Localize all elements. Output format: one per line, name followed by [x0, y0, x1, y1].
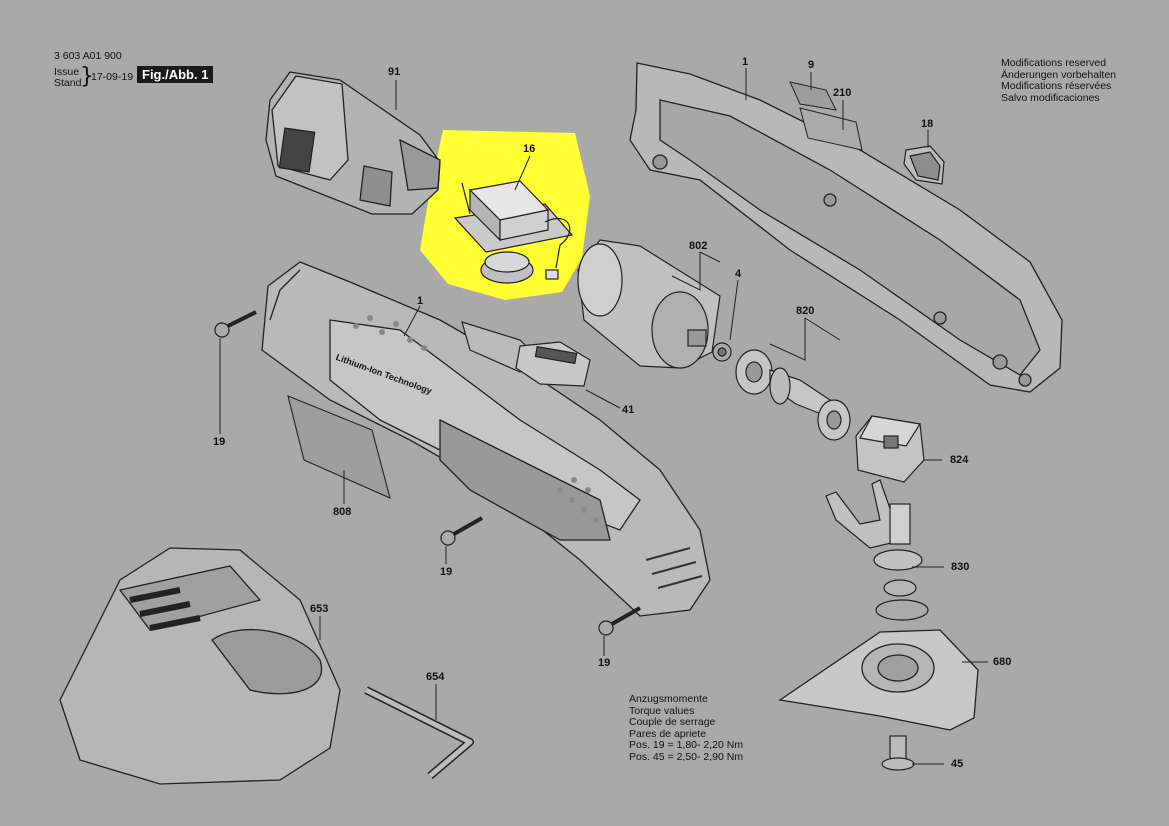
screw-19-a: [214, 310, 257, 338]
torque-line: Pos. 45 = 2,50- 2,90 Nm: [629, 750, 744, 763]
callout-653: 653: [310, 603, 329, 615]
leader-lines: [219, 68, 988, 765]
modifications-line: Modifications réservées: [1001, 80, 1112, 93]
issue-date: 17-09-19: [91, 71, 134, 83]
drawing-number: 3 603 A01 900: [54, 50, 122, 62]
modifications-line: Salvo modificaciones: [1001, 91, 1100, 104]
part-820-shaft-bearings: [735, 349, 851, 441]
callout-680: 680: [993, 656, 1012, 668]
modifications-note: Modifications reserved Änderungen vorbeh…: [1001, 57, 1117, 104]
part-802-motor: [577, 239, 721, 369]
callout-820: 820: [796, 305, 815, 317]
part-808-label: [287, 395, 391, 499]
stand-label: Stand: [54, 77, 82, 89]
callout-9: 9: [808, 59, 815, 71]
callout-808: 808: [333, 506, 352, 518]
torque-line: Torque values: [629, 704, 695, 717]
vent-slots: [645, 547, 703, 589]
part-1-housing-left: [261, 261, 711, 617]
part-9-label: [789, 81, 837, 111]
modifications-line: Änderungen vorbehalten: [1001, 68, 1117, 81]
screw-19-b: [440, 516, 483, 546]
part-91-battery: [265, 71, 441, 215]
part-4-pinion: [712, 342, 732, 362]
part-41-switch: [461, 321, 591, 387]
callout-41: 41: [622, 404, 635, 416]
torque-line: Anzugsmomente: [629, 693, 708, 705]
part-1-housing-right: [629, 62, 1063, 393]
torque-line: Pares de apriete: [629, 727, 707, 740]
callout-654: 654: [426, 671, 445, 683]
callout-19-a: 19: [213, 436, 226, 448]
part-824-block: [855, 415, 925, 483]
grip-dots: [353, 315, 599, 523]
callout-18: 18: [921, 118, 934, 130]
callout-16: 16: [523, 143, 536, 155]
callout-830: 830: [951, 561, 970, 573]
callout-824: 824: [950, 454, 969, 466]
torque-line: Couple de serrage: [629, 716, 716, 729]
callout-802: 802: [689, 240, 708, 252]
part-210-label: [799, 107, 863, 151]
callout-45: 45: [951, 758, 964, 770]
modifications-line: Modifications reserved: [1001, 57, 1107, 69]
callout-1-left: 1: [417, 295, 424, 307]
torque-note: Anzugsmomente Torque values Couple de se…: [629, 693, 744, 764]
callout-19-b: 19: [440, 566, 453, 578]
brace-glyph: }: [80, 64, 94, 89]
callout-4: 4: [735, 268, 742, 280]
callout-1-top: 1: [742, 56, 749, 68]
callout-210: 210: [833, 87, 852, 99]
part-45-screw: [881, 735, 915, 771]
part-653-charger: [59, 547, 341, 785]
callout-19-c: 19: [598, 657, 611, 669]
screw-19-c: [598, 606, 641, 636]
torque-line: Pos. 19 = 1,80- 2,20 Nm: [629, 739, 744, 752]
part-680-sanding-plate: [778, 629, 979, 731]
part-18-cap: [903, 145, 945, 185]
part-16-electronics-module: [453, 180, 574, 284]
callout-91: 91: [388, 66, 401, 78]
figure-label: Fig./Abb. 1: [137, 66, 214, 83]
part-830-oscillating-fork: [825, 479, 929, 621]
issue-label: Issue: [54, 66, 80, 78]
